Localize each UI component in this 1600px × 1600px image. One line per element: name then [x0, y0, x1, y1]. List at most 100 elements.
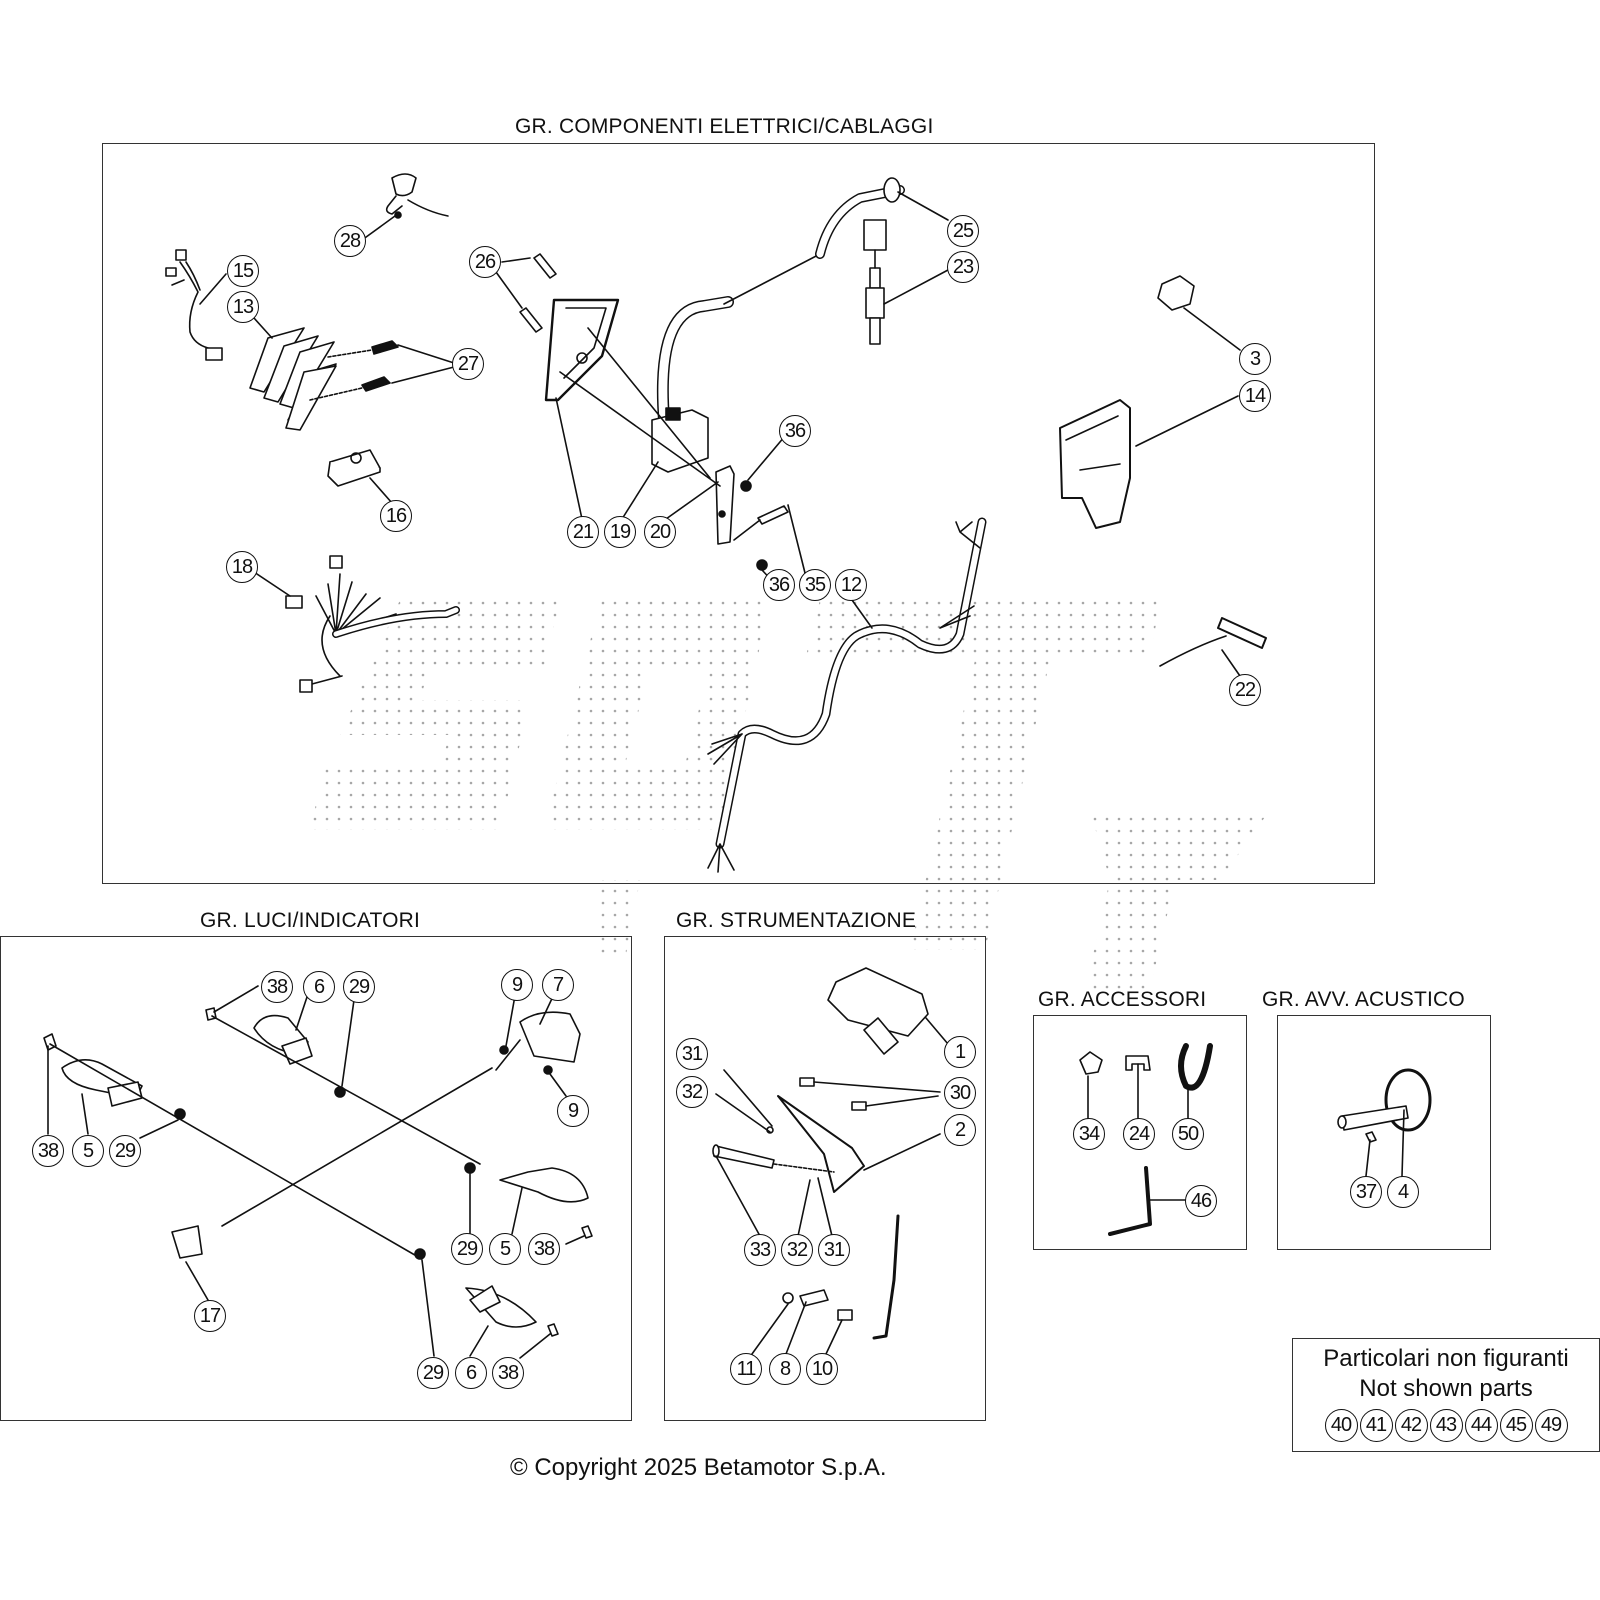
part-50-hose[interactable] [1178, 1043, 1213, 1091]
callout-40[interactable]: 40 [1324, 1409, 1358, 1442]
callout-43[interactable]: 43 [1429, 1409, 1463, 1442]
callout-27[interactable]: 27 [452, 348, 484, 380]
callout-26[interactable]: 26 [469, 246, 501, 278]
part-2-bracket[interactable] [777, 1095, 865, 1193]
callout-5-b[interactable]: 5 [489, 1233, 521, 1265]
part-22-sensor[interactable] [1159, 617, 1267, 667]
callout-19[interactable]: 19 [604, 516, 636, 548]
part-33-pin[interactable] [712, 1144, 775, 1169]
callout-29-b[interactable]: 29 [109, 1135, 141, 1167]
group-title-electrical: GR. COMPONENTI ELETTRICI/CABLAGGI [515, 115, 934, 138]
part-37-screw[interactable] [1365, 1131, 1377, 1143]
part-25-plug-cap[interactable] [815, 177, 905, 259]
callout-46[interactable]: 46 [1185, 1185, 1217, 1217]
callout-31-b[interactable]: 31 [818, 1234, 850, 1266]
callout-38-b[interactable]: 38 [32, 1135, 64, 1167]
part-23-spark-plug[interactable] [865, 267, 885, 345]
callout-35[interactable]: 35 [799, 569, 831, 601]
callout-44[interactable]: 44 [1464, 1409, 1498, 1442]
callout-14[interactable]: 14 [1239, 380, 1271, 412]
callout-36-top[interactable]: 36 [779, 415, 811, 447]
callout-13[interactable]: 13 [227, 291, 259, 323]
part-10-cable[interactable] [837, 1214, 900, 1340]
callout-36-bottom[interactable]: 36 [763, 569, 795, 601]
part-24-clip[interactable] [1125, 1055, 1151, 1071]
callout-29-c[interactable]: 29 [451, 1233, 483, 1265]
callout-9-a[interactable]: 9 [501, 969, 533, 1001]
callout-11[interactable]: 11 [730, 1353, 762, 1385]
part-6-indicator-bottom[interactable] [465, 1285, 537, 1328]
part-26-bolts[interactable] [519, 253, 557, 333]
callout-18[interactable]: 18 [226, 551, 258, 583]
part-6-indicator-top[interactable] [253, 1014, 313, 1065]
callout-5-a[interactable]: 5 [72, 1135, 104, 1167]
callout-12[interactable]: 12 [835, 569, 867, 601]
part-11-nut[interactable] [782, 1292, 794, 1304]
part-38-screw[interactable] [43, 1033, 57, 1051]
part-36-nut[interactable] [740, 480, 752, 492]
part-15-harness[interactable] [165, 249, 223, 361]
callout-29-a[interactable]: 29 [343, 971, 375, 1003]
callout-32-a[interactable]: 32 [676, 1076, 708, 1108]
part-21-bracket[interactable] [544, 298, 620, 402]
callout-32-b[interactable]: 32 [781, 1234, 813, 1266]
part-17-connector[interactable] [171, 1225, 203, 1259]
part-20-pickup[interactable] [715, 465, 735, 545]
part-4-horn[interactable] [1337, 1068, 1432, 1132]
callout-42[interactable]: 42 [1394, 1409, 1428, 1442]
callout-24[interactable]: 24 [1123, 1118, 1155, 1150]
part-27-screws[interactable] [361, 340, 399, 392]
panel-electrical [102, 143, 1375, 884]
part-16-relay[interactable] [327, 449, 381, 487]
callout-38-a[interactable]: 38 [261, 971, 293, 1003]
callout-25[interactable]: 25 [947, 215, 979, 247]
part-12-harness[interactable] [707, 517, 987, 873]
callout-38-d[interactable]: 38 [492, 1357, 524, 1389]
part-5-indicator-right[interactable] [499, 1167, 589, 1203]
callout-6-b[interactable]: 6 [455, 1357, 487, 1389]
callout-6-a[interactable]: 6 [303, 971, 335, 1003]
part-7-tail-light[interactable] [495, 1011, 581, 1071]
callout-31-a[interactable]: 31 [676, 1038, 708, 1070]
callout-17[interactable]: 17 [194, 1300, 226, 1332]
part-34-clip[interactable] [1079, 1051, 1103, 1075]
callout-33[interactable]: 33 [744, 1234, 776, 1266]
callout-45[interactable]: 45 [1499, 1409, 1533, 1442]
callout-28[interactable]: 28 [334, 225, 366, 257]
callout-30[interactable]: 30 [944, 1077, 976, 1109]
callout-16[interactable]: 16 [380, 500, 412, 532]
callout-9-b[interactable]: 9 [557, 1095, 589, 1127]
callout-38-c[interactable]: 38 [528, 1233, 560, 1265]
callout-7[interactable]: 7 [542, 969, 574, 1001]
part-28-switch[interactable] [385, 173, 449, 219]
callout-20[interactable]: 20 [644, 516, 676, 548]
part-35-pin[interactable] [757, 505, 789, 525]
part-3-cap[interactable] [1157, 275, 1195, 311]
part-13-regulator[interactable] [249, 327, 337, 431]
callout-21[interactable]: 21 [567, 516, 599, 548]
part-1-dashboard[interactable] [827, 967, 929, 1055]
part-46-bracket[interactable] [1108, 1166, 1152, 1236]
callout-50[interactable]: 50 [1172, 1118, 1204, 1150]
part-14-ecu[interactable] [1059, 399, 1131, 529]
callout-22[interactable]: 22 [1229, 674, 1261, 706]
callout-37[interactable]: 37 [1350, 1176, 1382, 1208]
callout-34[interactable]: 34 [1073, 1118, 1105, 1150]
callout-49[interactable]: 49 [1534, 1409, 1568, 1442]
callout-4[interactable]: 4 [1387, 1176, 1419, 1208]
part-18-harness[interactable] [285, 555, 460, 693]
part-5-indicator-left[interactable] [61, 1059, 143, 1107]
callout-41[interactable]: 41 [1359, 1409, 1393, 1442]
callout-2[interactable]: 2 [944, 1114, 976, 1146]
callout-29-d[interactable]: 29 [417, 1357, 449, 1389]
callout-23[interactable]: 23 [947, 251, 979, 283]
part-8-switch[interactable] [799, 1289, 829, 1307]
callout-10[interactable]: 10 [806, 1353, 838, 1385]
part-36-nut-2[interactable] [756, 559, 768, 571]
callout-3[interactable]: 3 [1239, 343, 1271, 375]
callout-8[interactable]: 8 [769, 1353, 801, 1385]
callout-15[interactable]: 15 [227, 255, 259, 287]
callout-1[interactable]: 1 [944, 1036, 976, 1068]
